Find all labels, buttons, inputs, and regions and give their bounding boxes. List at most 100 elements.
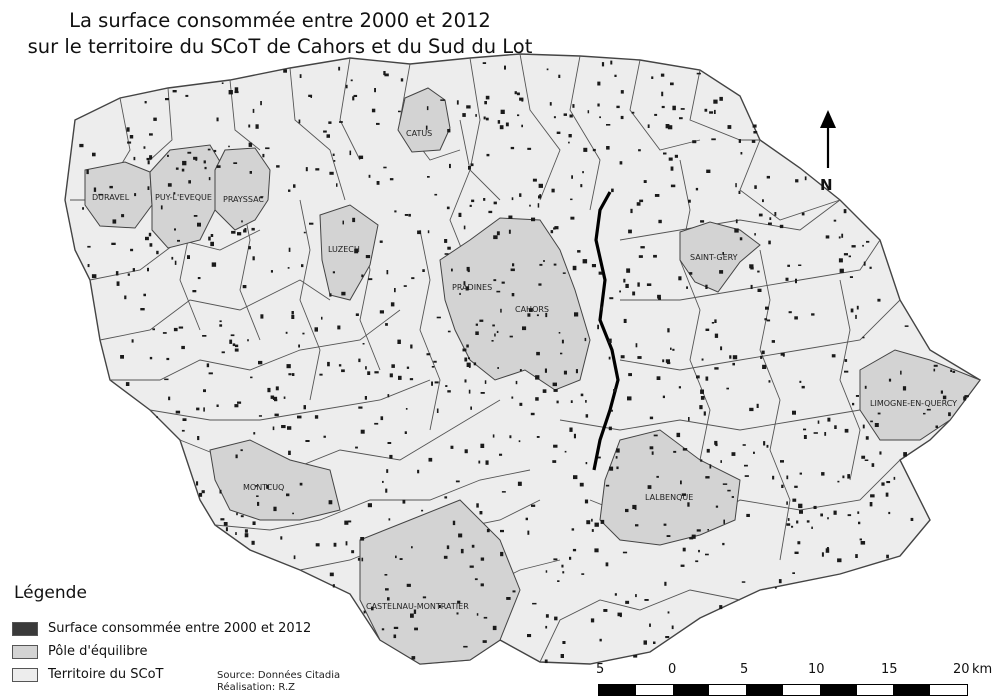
consumed-surface-patch	[649, 416, 654, 420]
consumed-surface-patch	[558, 74, 561, 78]
consumed-surface-patch	[910, 517, 914, 521]
consumed-surface-patch	[719, 270, 724, 274]
consumed-surface-patch	[476, 503, 479, 508]
consumed-surface-patch	[79, 143, 84, 148]
consumed-surface-patch	[508, 215, 513, 219]
consumed-surface-patch	[394, 288, 396, 293]
consumed-surface-patch	[866, 240, 870, 243]
consumed-surface-patch	[665, 636, 670, 639]
consumed-surface-patch	[742, 444, 746, 446]
consumed-surface-patch	[466, 362, 471, 367]
consumed-surface-patch	[786, 523, 791, 526]
consumed-surface-patch	[844, 370, 849, 373]
consumed-surface-patch	[744, 475, 749, 477]
consumed-surface-patch	[411, 656, 416, 660]
consumed-surface-patch	[260, 196, 263, 199]
consumed-surface-patch	[480, 392, 485, 394]
consumed-surface-patch	[384, 73, 389, 77]
label-montcuq: MONTCUQ	[243, 483, 284, 492]
consumed-surface-patch	[608, 338, 612, 343]
consumed-surface-patch	[746, 513, 750, 517]
consumed-surface-patch	[625, 283, 629, 288]
consumed-surface-patch	[388, 518, 391, 521]
consumed-surface-patch	[451, 268, 453, 272]
consumed-surface-patch	[475, 331, 479, 335]
consumed-surface-patch	[723, 519, 725, 524]
consumed-surface-patch	[562, 641, 566, 644]
consumed-surface-patch	[152, 328, 155, 331]
consumed-surface-patch	[276, 165, 280, 168]
consumed-surface-patch	[626, 268, 631, 273]
consumed-surface-patch	[332, 153, 335, 156]
consumed-surface-patch	[237, 232, 242, 236]
consumed-surface-patch	[406, 366, 410, 369]
consumed-surface-patch	[462, 113, 466, 117]
consumed-surface-patch	[213, 149, 217, 153]
consumed-surface-patch	[292, 512, 294, 515]
consumed-surface-patch	[791, 525, 794, 528]
consumed-surface-patch	[544, 368, 547, 373]
consumed-surface-patch	[549, 102, 552, 106]
consumed-surface-patch	[500, 551, 504, 557]
consumed-surface-patch	[527, 313, 531, 317]
consumed-surface-patch	[869, 502, 873, 507]
consumed-surface-patch	[732, 355, 738, 360]
consumed-surface-patch	[480, 583, 484, 587]
consumed-surface-patch	[833, 219, 837, 222]
consumed-surface-patch	[599, 638, 602, 642]
consumed-surface-patch	[886, 554, 889, 559]
north-label: N	[820, 176, 833, 194]
consumed-surface-patch	[714, 440, 718, 445]
consumed-surface-patch	[262, 153, 265, 158]
consumed-surface-patch	[838, 236, 841, 239]
consumed-surface-patch	[319, 373, 323, 376]
consumed-surface-patch	[754, 233, 756, 236]
consumed-surface-patch	[527, 634, 532, 638]
consumed-surface-patch	[223, 522, 228, 526]
consumed-surface-patch	[676, 432, 681, 438]
consumed-surface-patch	[480, 557, 485, 561]
consumed-surface-patch	[512, 263, 515, 267]
consumed-surface-patch	[753, 131, 758, 134]
consumed-surface-patch	[785, 277, 789, 281]
consumed-surface-patch	[404, 214, 409, 216]
consumed-surface-patch	[389, 178, 394, 181]
consumed-surface-patch	[422, 596, 427, 599]
consumed-surface-patch	[427, 230, 430, 234]
consumed-surface-patch	[385, 323, 388, 326]
consumed-surface-patch	[468, 166, 471, 170]
consumed-surface-patch	[695, 560, 699, 563]
consumed-surface-patch	[614, 74, 617, 77]
consumed-surface-patch	[799, 472, 802, 475]
consumed-surface-patch	[646, 283, 652, 286]
consumed-surface-patch	[616, 466, 619, 470]
consumed-surface-patch	[848, 255, 851, 258]
consumed-surface-patch	[178, 326, 184, 329]
source-line: Source: Données Citadia	[217, 670, 341, 681]
consumed-surface-patch	[274, 399, 278, 402]
consumed-surface-patch	[197, 222, 201, 227]
consumed-surface-patch	[476, 613, 479, 616]
consumed-surface-patch	[129, 135, 134, 139]
consumed-surface-patch	[460, 548, 464, 554]
consumed-surface-patch	[731, 496, 734, 498]
consumed-surface-patch	[468, 389, 471, 394]
consumed-surface-patch	[332, 271, 335, 274]
consumed-surface-patch	[554, 226, 559, 230]
consumed-surface-patch	[297, 415, 302, 419]
consumed-surface-patch	[255, 485, 258, 487]
consumed-surface-patch	[367, 503, 372, 508]
consumed-surface-patch	[458, 212, 462, 217]
consumed-surface-patch	[660, 73, 665, 77]
consumed-surface-patch	[203, 407, 205, 412]
consumed-surface-patch	[665, 124, 670, 129]
scale-tick-0: 5	[596, 662, 605, 677]
consumed-surface-patch	[656, 376, 661, 380]
legend-item-pole: Pôle d'équilibre	[12, 643, 148, 661]
pole-montcuq	[209, 439, 341, 521]
consumed-surface-patch	[260, 101, 262, 106]
consumed-surface-patch	[843, 209, 847, 214]
consumed-surface-patch	[570, 216, 575, 220]
consumed-surface-patch	[193, 215, 198, 217]
consumed-surface-patch	[610, 60, 613, 65]
